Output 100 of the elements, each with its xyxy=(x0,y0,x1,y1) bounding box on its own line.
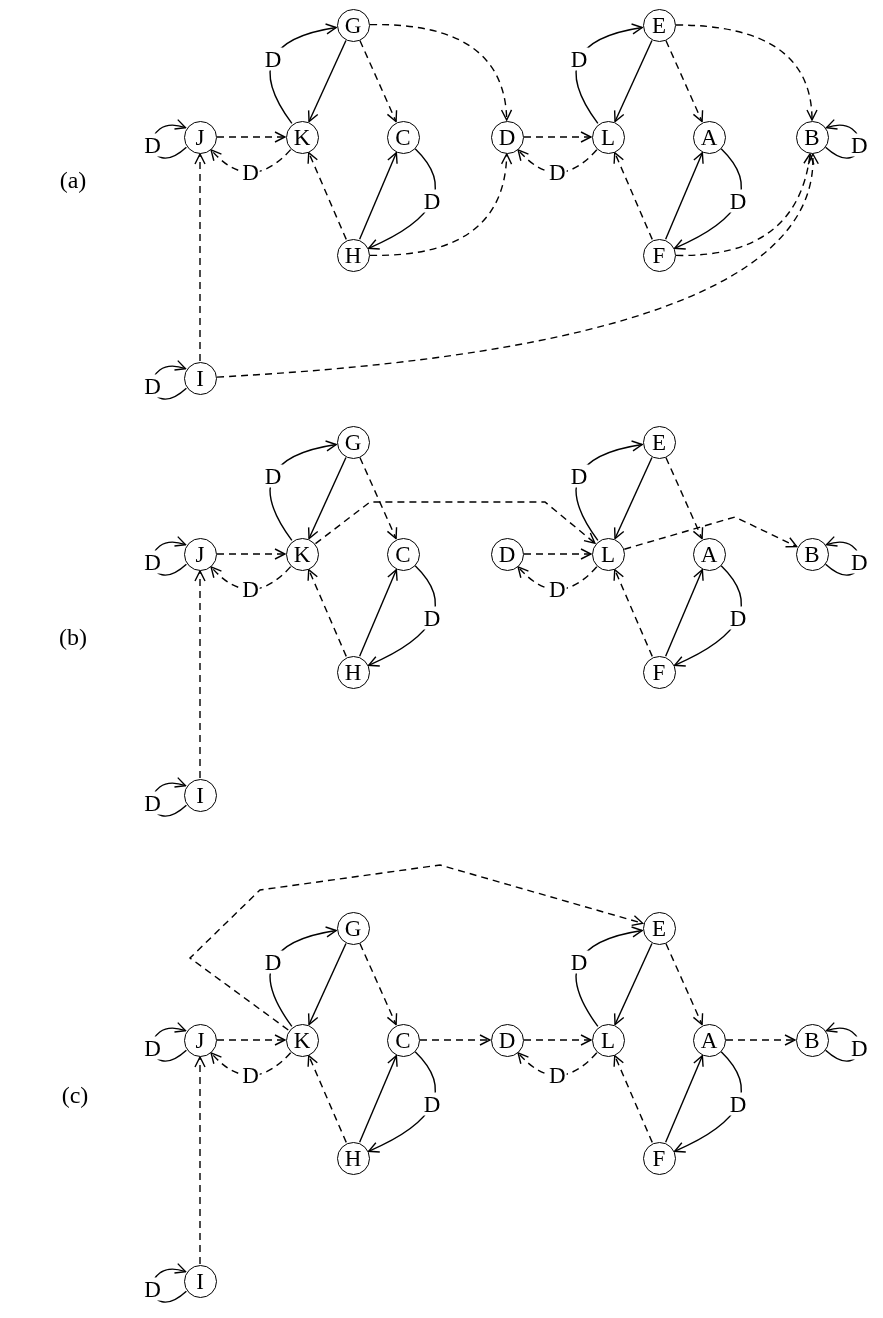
arrow xyxy=(517,149,598,174)
node-circle xyxy=(642,911,676,945)
arrow xyxy=(359,942,398,1026)
node-circle xyxy=(336,238,370,272)
arrow xyxy=(210,1051,292,1077)
arrow xyxy=(613,1054,653,1144)
arrow xyxy=(369,153,512,257)
arrow xyxy=(613,39,653,123)
node-circle xyxy=(336,425,370,459)
arrow xyxy=(216,153,818,378)
arrow xyxy=(665,456,704,540)
node-circle xyxy=(183,1264,217,1298)
edge-label: D xyxy=(143,1036,162,1060)
node-circle xyxy=(692,120,726,154)
edge-label: D xyxy=(728,606,748,630)
node-circle xyxy=(183,778,217,812)
node-letter: D xyxy=(498,125,516,149)
node-circle xyxy=(336,1141,370,1175)
arrow xyxy=(523,548,592,560)
node-letter: J xyxy=(195,125,205,149)
arrow xyxy=(517,1052,598,1077)
arrow xyxy=(269,926,337,1028)
node-letter: C xyxy=(395,125,411,149)
edge-label: D xyxy=(569,950,589,974)
arrow xyxy=(307,568,347,658)
arrow xyxy=(210,148,292,174)
edge-label: D xyxy=(263,464,283,488)
node-letter: B xyxy=(804,542,820,566)
node-circle xyxy=(591,537,625,571)
edge-label: D xyxy=(850,550,869,574)
arrow xyxy=(194,1056,206,1265)
node-circle xyxy=(642,425,676,459)
arrow xyxy=(664,568,704,658)
arrow xyxy=(269,440,337,542)
arrow xyxy=(367,148,436,250)
panel-label: (b) xyxy=(59,625,87,649)
arrow xyxy=(664,1054,704,1144)
edge-label: D xyxy=(422,1092,442,1116)
arrow xyxy=(623,516,798,550)
node-circle xyxy=(285,537,319,571)
arrow xyxy=(307,456,347,540)
arrow xyxy=(665,942,704,1026)
node-letter: K xyxy=(293,125,311,149)
node-circle xyxy=(642,238,676,272)
node-letter: C xyxy=(395,1028,411,1052)
arrow xyxy=(216,1034,286,1046)
arrow xyxy=(367,565,436,667)
arrow xyxy=(307,151,347,241)
arrow xyxy=(575,926,643,1028)
node-circle xyxy=(490,537,524,571)
node-letter: A xyxy=(700,542,718,566)
node-letter: G xyxy=(344,13,362,37)
node-letter: F xyxy=(652,243,666,267)
node-circle xyxy=(183,120,217,154)
node-letter: H xyxy=(344,243,362,267)
arrow xyxy=(613,456,653,540)
arrow xyxy=(419,1034,491,1046)
edge-label: D xyxy=(569,464,589,488)
node-letter: I xyxy=(196,1269,204,1293)
arrow xyxy=(517,566,598,591)
arrow xyxy=(358,1054,398,1144)
node-circle xyxy=(795,537,829,571)
node-letter: F xyxy=(652,660,666,684)
node-letter: J xyxy=(195,1028,205,1052)
node-circle xyxy=(336,8,370,42)
edge-label: D xyxy=(728,1092,748,1116)
arrow xyxy=(575,23,643,125)
arrow xyxy=(210,565,292,591)
node-circle xyxy=(386,1023,420,1057)
arrow xyxy=(675,24,818,121)
node-circle xyxy=(591,1023,625,1057)
edge-label: D xyxy=(143,550,162,574)
arrow xyxy=(613,942,653,1026)
node-letter: L xyxy=(600,125,616,149)
arrow xyxy=(194,153,206,362)
node-letter: I xyxy=(196,783,204,807)
arrow xyxy=(673,565,742,667)
panel-label: (a) xyxy=(59,168,87,192)
node-circle xyxy=(692,537,726,571)
edge-label: D xyxy=(850,133,869,157)
node-circle xyxy=(490,120,524,154)
node-circle xyxy=(692,1023,726,1057)
node-letter: E xyxy=(651,916,667,940)
node-letter: H xyxy=(344,1146,362,1170)
node-circle xyxy=(642,655,676,689)
node-circle xyxy=(336,911,370,945)
node-circle xyxy=(386,537,420,571)
node-letter: J xyxy=(195,542,205,566)
arrow xyxy=(367,1051,436,1153)
arrow xyxy=(216,131,286,143)
edge-label: D xyxy=(728,189,748,213)
node-letter: E xyxy=(651,430,667,454)
node-letter: B xyxy=(804,1028,820,1052)
node-letter: K xyxy=(293,1028,311,1052)
arrow xyxy=(575,440,643,542)
node-circle xyxy=(183,1023,217,1057)
arrow xyxy=(314,501,596,545)
node-circle xyxy=(285,1023,319,1057)
edge-label: D xyxy=(569,47,589,71)
arrow xyxy=(216,548,286,560)
